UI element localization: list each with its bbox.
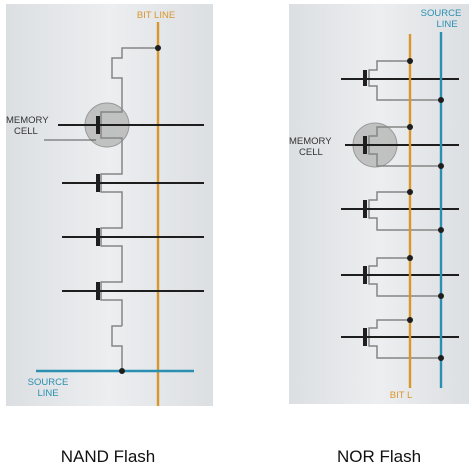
nor-source-line-label-line2: LINE [436, 19, 457, 30]
nor-memory-cell-label-line2: CELL [299, 147, 323, 158]
nor-diagram: SOURCE LINE [289, 4, 469, 404]
nand-background [6, 4, 213, 406]
nor-bit-line-label: BIT L [390, 390, 413, 401]
nand-source-line-junction [119, 368, 125, 374]
nand-diagram-panel: BIT LINE [6, 4, 213, 406]
nand-word-lines [58, 124, 204, 292]
nor-flash-caption: NOR Flash [336, 447, 422, 466]
nor-source-line-label-line1: SOURCE [421, 8, 462, 19]
nand-bit-line-junction [155, 45, 161, 51]
nand-bit-line-label: BIT LINE [137, 10, 175, 21]
nand-diagram: BIT LINE [6, 4, 213, 406]
nor-word-lines [341, 78, 459, 338]
nand-memory-cell-label-line2: CELL [14, 126, 38, 137]
nor-diagram-panel: SOURCE LINE [289, 4, 469, 404]
nor-junction-dots [407, 58, 444, 361]
nand-flash-caption: NAND Flash [60, 447, 156, 466]
nand-source-line-label-line1: SOURCE [28, 377, 69, 388]
nor-memory-cell-label-line1: MEMORY [289, 136, 332, 147]
nand-source-line-label-line2: LINE [37, 388, 58, 399]
nand-memory-cell-label-line1: MEMORY [6, 115, 49, 126]
